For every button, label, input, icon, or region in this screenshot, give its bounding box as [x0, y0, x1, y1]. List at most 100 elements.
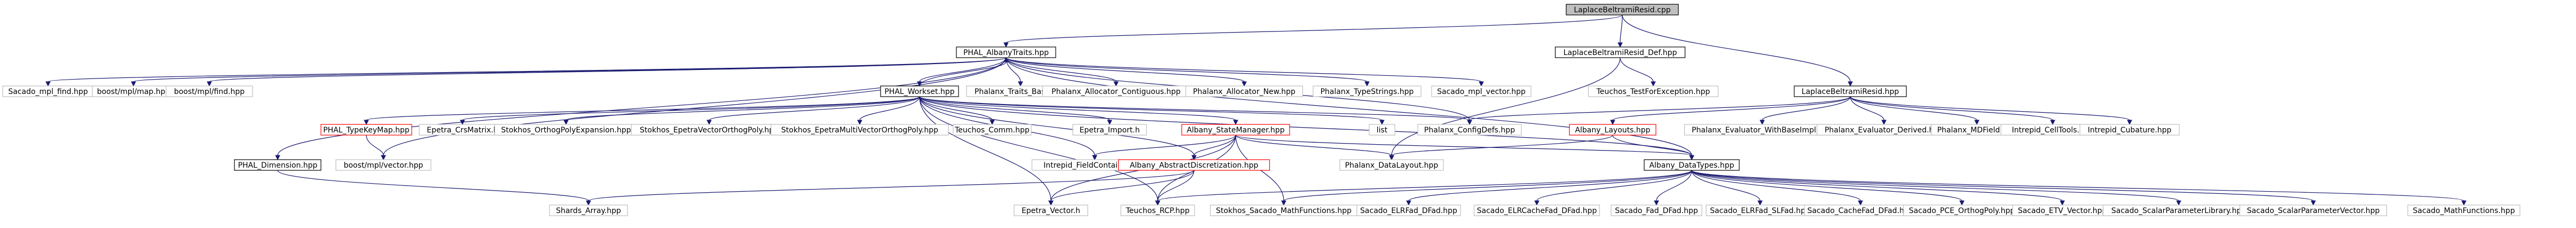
- graph-node-n15[interactable]: Epetra_CrsMatrix.h: [419, 124, 506, 136]
- edge-line: [1193, 135, 1236, 156]
- graph-node-n43[interactable]: Sacado_ELRFad_SLFad.hpp: [1706, 205, 1815, 216]
- node-label: Phalanx_ConfigDefs.hpp: [1424, 126, 1515, 135]
- graph-node-n20[interactable]: Epetra_Import.h: [1072, 124, 1147, 136]
- edge-arrowhead: [1113, 81, 1119, 87]
- edge-line: [1691, 170, 2063, 201]
- graph-node-n3[interactable]: boost/mpl/map.hpp: [92, 85, 175, 97]
- graph-node-n30[interactable]: boost/mpl/vector.hpp: [335, 159, 431, 171]
- graph-node-n19[interactable]: Teuchos_Comm.hpp: [953, 124, 1032, 136]
- node-box: [1431, 85, 1532, 97]
- graph-node-n48[interactable]: Sacado_ScalarParameterVector.hpp: [2239, 205, 2387, 216]
- graph-node-n42[interactable]: Sacado_Fad_DFad.hpp: [1611, 205, 1702, 216]
- graph-node-n12[interactable]: Teuchos_TestForException.hpp: [1588, 85, 1719, 97]
- node-label: Albany_Layouts.hpp: [1575, 126, 1650, 135]
- node-label: Phalanx_MDField.hpp: [1937, 126, 2017, 135]
- node-label: LaplaceBeltramiResid.cpp: [1574, 6, 1670, 14]
- graph-node-n49[interactable]: Sacado_MathFunctions.hpp: [2407, 205, 2520, 216]
- graph-node-n31[interactable]: PHAL_Dimension.hpp: [234, 159, 321, 171]
- edge-line: [1850, 96, 2130, 121]
- graph-node-n2[interactable]: Sacado_mpl_find.hpp: [2, 85, 94, 97]
- graph-node-n24[interactable]: Albany_Layouts.hpp: [1569, 124, 1656, 136]
- graph-node-n33[interactable]: Albany_AbstractDiscretization.hpp: [1118, 159, 1270, 171]
- graph-node-n16[interactable]: Stokhos_OrthogPolyExpansion.hpp: [494, 124, 638, 136]
- graph-node-n7[interactable]: Phalanx_Allocator_Contiguous.hpp: [1042, 85, 1190, 97]
- graph-edge-n5-n20: [919, 96, 1112, 125]
- edge-line: [1006, 57, 1368, 82]
- edge-line: [919, 61, 1007, 87]
- graph-edge-n13-n27: [1850, 96, 1980, 125]
- graph-node-n10[interactable]: Sacado_mpl_vector.hpp: [1431, 85, 1532, 97]
- graph-node-n25[interactable]: Phalanx_Evaluator_WithBaseImpl.hpp: [1684, 124, 1841, 136]
- edge-line: [277, 57, 1007, 156]
- node-label: Albany_AbstractDiscretization.hpp: [1130, 161, 1259, 170]
- graph-node-n38[interactable]: Teuchos_RCP.hpp: [1120, 205, 1195, 216]
- graph-node-n35[interactable]: Albany_DataTypes.hpp: [1644, 159, 1740, 171]
- edge-arrowhead: [1974, 120, 1980, 125]
- edge-line: [1050, 170, 1195, 201]
- graph-edge-n21-n32: [1092, 135, 1236, 161]
- node-label: Sacado_MathFunctions.hpp: [2413, 207, 2515, 215]
- edge-line: [919, 96, 1110, 121]
- graph-node-n9[interactable]: Phalanx_TypeStrings.hpp: [1313, 85, 1421, 97]
- edge-arrowhead: [2060, 200, 2065, 206]
- edge-line: [1006, 57, 1245, 82]
- edge-line: [1612, 135, 1692, 156]
- edge-line: [1235, 135, 1392, 156]
- edge-line: [566, 96, 920, 121]
- node-label: Epetra_CrsMatrix.h: [427, 126, 498, 135]
- edge-arrowhead: [460, 120, 465, 125]
- graph-node-n46[interactable]: Sacado_ETV_Vector.hpp: [2012, 205, 2112, 216]
- node-label: list: [1377, 126, 1388, 135]
- edge-arrowhead: [1379, 120, 1385, 125]
- graph-edge-n33-n36: [586, 170, 1195, 206]
- node-label: Phalanx_Evaluator_Derived.hpp: [1825, 126, 1943, 135]
- graph-node-n4[interactable]: boost/mpl/find.hpp: [166, 85, 253, 97]
- graph-node-n21[interactable]: Albany_StateManager.hpp: [1181, 124, 1290, 136]
- graph-node-n26[interactable]: Phalanx_Evaluator_Derived.hpp: [1816, 124, 1952, 136]
- graph-node-n8[interactable]: Phalanx_Allocator_New.hpp: [1185, 85, 1303, 97]
- graph-node-n28[interactable]: Intrepid_CellTools.hpp: [2000, 124, 2105, 136]
- graph-edge-n5-n1: [919, 57, 1009, 87]
- graph-edge-n1-n31: [275, 57, 1007, 161]
- graph-node-n34[interactable]: Phalanx_DataLayout.hpp: [1339, 159, 1444, 171]
- edge-line: [1691, 170, 2464, 201]
- graph-edge-n13-n26: [1850, 96, 1887, 125]
- graph-node-n40[interactable]: Sacado_ELRFad_DFad.hpp: [1356, 205, 1461, 216]
- graph-node-n14[interactable]: PHAL_TypeKeyMap.hpp: [320, 124, 412, 136]
- graph-node-n45[interactable]: Sacado_PCE_OrthogPoly.hpp: [1903, 205, 2021, 216]
- graph-node-n39[interactable]: Stokhos_Sacado_MathFunctions.hpp: [1210, 205, 1358, 216]
- node-box: [953, 124, 1032, 136]
- node-box: [1794, 85, 1907, 97]
- graph-node-n0[interactable]: LaplaceBeltramiResid.cpp: [1566, 4, 1679, 15]
- graph-node-n13[interactable]: LaplaceBeltramiResid.hpp: [1794, 85, 1907, 97]
- node-label: Sacado_ELRFad_SLFad.hpp: [1710, 207, 1810, 215]
- graph-node-n23[interactable]: Phalanx_ConfigDefs.hpp: [1417, 124, 1522, 136]
- graph-node-n17[interactable]: Stokhos_EpetraVectorOrthogPoly.hpp: [631, 124, 788, 136]
- edge-line: [1612, 96, 1851, 121]
- graph-node-n5[interactable]: PHAL_Workset.hpp: [880, 85, 959, 97]
- graph-node-n47[interactable]: Sacado_ScalarParameterLibrary.hpp: [2102, 205, 2255, 216]
- graph-node-n27[interactable]: Phalanx_MDField.hpp: [1931, 124, 2023, 136]
- node-label: Phalanx_Allocator_Contiguous.hpp: [1051, 88, 1181, 96]
- node-box: [1120, 205, 1195, 216]
- edge-arrowhead: [364, 120, 369, 125]
- node-box: [1313, 85, 1421, 97]
- graph-node-n18[interactable]: Stokhos_EpetraMultiVectorOrthogPoly.hpp: [771, 124, 949, 136]
- node-box: [1356, 205, 1461, 216]
- graph-node-n41[interactable]: Sacado_ELRCacheFad_DFad.hpp: [1473, 205, 1600, 216]
- node-label: LaplaceBeltramiResid_Def.hpp: [1564, 49, 1677, 57]
- edge-arrowhead: [2050, 120, 2055, 125]
- graph-node-n1[interactable]: PHAL_AlbanyTraits.hpp: [956, 46, 1056, 58]
- graph-node-n44[interactable]: Sacado_CacheFad_DFad.hpp: [1804, 205, 1917, 216]
- graph-edge-n35-n42: [1654, 170, 1692, 206]
- edge-line: [1283, 170, 1692, 201]
- graph-node-n22[interactable]: list: [1369, 124, 1395, 136]
- graph-node-n29[interactable]: Intrepid_Cubature.hpp: [2079, 124, 2180, 136]
- edge-line: [1006, 57, 1482, 82]
- graph-node-n36[interactable]: Shards_Array.hpp: [549, 205, 628, 216]
- graph-node-n11[interactable]: LaplaceBeltramiResid_Def.hpp: [1554, 46, 1686, 58]
- edge-line: [1469, 96, 1851, 121]
- graph-node-n37[interactable]: Epetra_Vector.h: [1014, 205, 1088, 216]
- node-label: Stokhos_EpetraMultiVectorOrthogPoly.hpp: [781, 126, 938, 135]
